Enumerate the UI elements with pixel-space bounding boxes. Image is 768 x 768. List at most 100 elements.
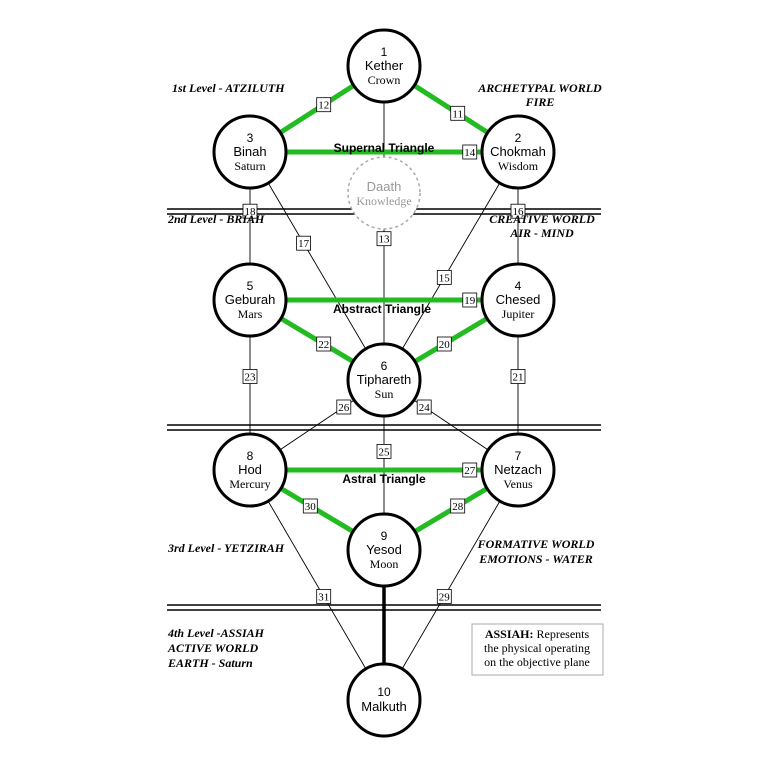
sephira-circle [212,262,288,338]
path-number-box [436,589,452,604]
astral-triangle-label: Astral Triangle [342,472,426,486]
sephira-attribute: Mercury [229,477,270,491]
path-number: 27 [464,465,476,477]
assiah-note: ASSIAH: Represents the physical operatin… [471,623,604,676]
sephira-number: 3 [247,131,254,145]
sephira-name: Geburah [225,292,276,307]
path-number-box [436,336,452,352]
path-14-label: 14 [462,144,478,160]
path-22-label: 22 [316,336,332,352]
path-number-box [462,462,478,478]
path-27-label: 27 [462,462,478,478]
sephira-attribute: Jupiter [502,307,535,321]
supernal-triangle-label: Supernal Triangle [334,141,435,155]
path-number: 23 [245,372,257,384]
assiah-note-line2: the physical operating [484,641,590,655]
sephira-circle [346,28,422,104]
path-13-label: 13 [376,231,392,247]
sephira-number: 6 [381,359,388,373]
formative-world-label: FORMATIVE WORLD [477,537,595,551]
sephira-number: 8 [247,449,254,463]
path-number-box [450,498,466,514]
path-number-box [450,105,466,121]
path-number-box [316,589,332,604]
sephira-name: Binah [233,144,266,159]
path-number-box [462,144,478,160]
path-number-box [436,269,452,285]
path-number: 16 [513,206,525,218]
path-number-box [376,231,392,247]
path-28-label: 28 [450,498,466,514]
active-world-label: ACTIVE WORLD [167,641,258,655]
creative-element-label: AIR - MIND [509,226,574,240]
path-21-label: 21 [510,369,526,384]
sephira-number: 9 [381,529,388,543]
sephira-circle [480,262,556,338]
sephira-number: 10 [377,685,391,699]
sephira-number: 1 [381,45,388,59]
path-number: 19 [464,295,476,307]
path-number: 14 [464,147,476,159]
sephira-attribute: Saturn [234,159,265,173]
path-31-label: 31 [316,589,332,604]
path-number-box [302,498,318,514]
path-23-label: 23 [242,369,258,384]
abstract-triangle-label: Abstract Triangle [333,302,431,316]
path-15-line [383,151,519,381]
sephira-circle [480,114,556,190]
sephira-attribute: Wisdom [498,159,539,173]
sephira-name: Tiphareth [357,372,411,387]
path-30-label: 30 [302,498,318,514]
path-11-label: 11 [450,105,466,121]
path-number: 24 [419,402,431,414]
sephira-name: Chokmah [490,144,546,159]
sephira-circle [346,342,422,418]
path-number-box [462,292,478,308]
path-19-label: 19 [462,292,478,308]
sephira-number: 4 [515,279,522,293]
daath-node: Daath Knowledge [347,156,421,230]
path-number-box [336,399,352,415]
sephira-name: Netzach [494,462,542,477]
sephira-name: Yesod [366,542,402,557]
archetypal-world-label: ARCHETYPAL WORLD [477,81,602,95]
path-18-label: 18 [242,203,258,219]
path-number: 31 [318,592,329,604]
assiah-note-line3: on the objective plane [484,655,590,669]
path-number: 30 [305,501,317,513]
path-15-label: 15 [436,269,452,285]
assiah-note-box [471,623,604,676]
assiah-note-text1: Represents [537,627,590,641]
assiah-note-heading: ASSIAH: [485,627,534,641]
path-number: 12 [318,100,329,112]
level-1-label: 1st Level - ATZILUTH [172,81,285,95]
path-29-line [383,469,519,701]
path-number-box [376,443,392,459]
daath-attribute: Knowledge [356,194,411,208]
path-number-box [510,369,526,384]
path-29-label: 29 [436,589,452,604]
path-number: 15 [439,272,451,284]
level-2-label: 2nd Level - BRIAH [167,212,265,226]
sephira-name: Chesed [496,292,541,307]
path-26-label: 26 [336,399,352,415]
path-25-label: 25 [376,443,392,459]
sephira-name: Kether [365,58,404,73]
path-31-line [249,469,385,701]
path-number: 21 [513,372,524,384]
path-number: 18 [245,206,257,218]
sephira-circle [212,114,288,190]
path-number: 28 [452,501,464,513]
sephira-attribute: Crown [368,73,401,87]
path-number: 22 [318,339,329,351]
sephira-attribute: Mars [238,307,263,321]
sephira-number: 7 [515,449,522,463]
path-20-label: 20 [436,336,452,352]
